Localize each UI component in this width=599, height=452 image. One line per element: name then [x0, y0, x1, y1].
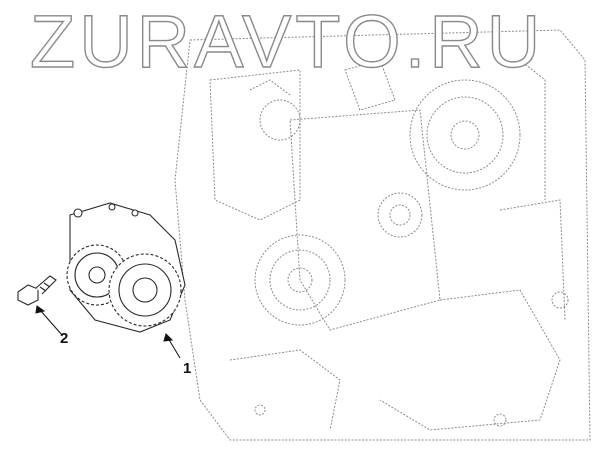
watermark: ZURAVTO.RU: [29, 0, 545, 83]
housing-bolt-hole: [131, 209, 139, 217]
bolt-part: [17, 275, 57, 306]
callout-label-1: 1: [183, 360, 192, 377]
housing-bolt-hole: [108, 203, 116, 211]
oil-pump-part: [66, 202, 186, 333]
leader-lines: [35, 305, 181, 359]
leader-line-2: [39, 309, 63, 336]
engine-block: [174, 29, 591, 441]
leader-line-1: [167, 337, 181, 359]
housing-bolt-hole: [73, 208, 83, 218]
callout-label-2: 2: [60, 330, 69, 347]
